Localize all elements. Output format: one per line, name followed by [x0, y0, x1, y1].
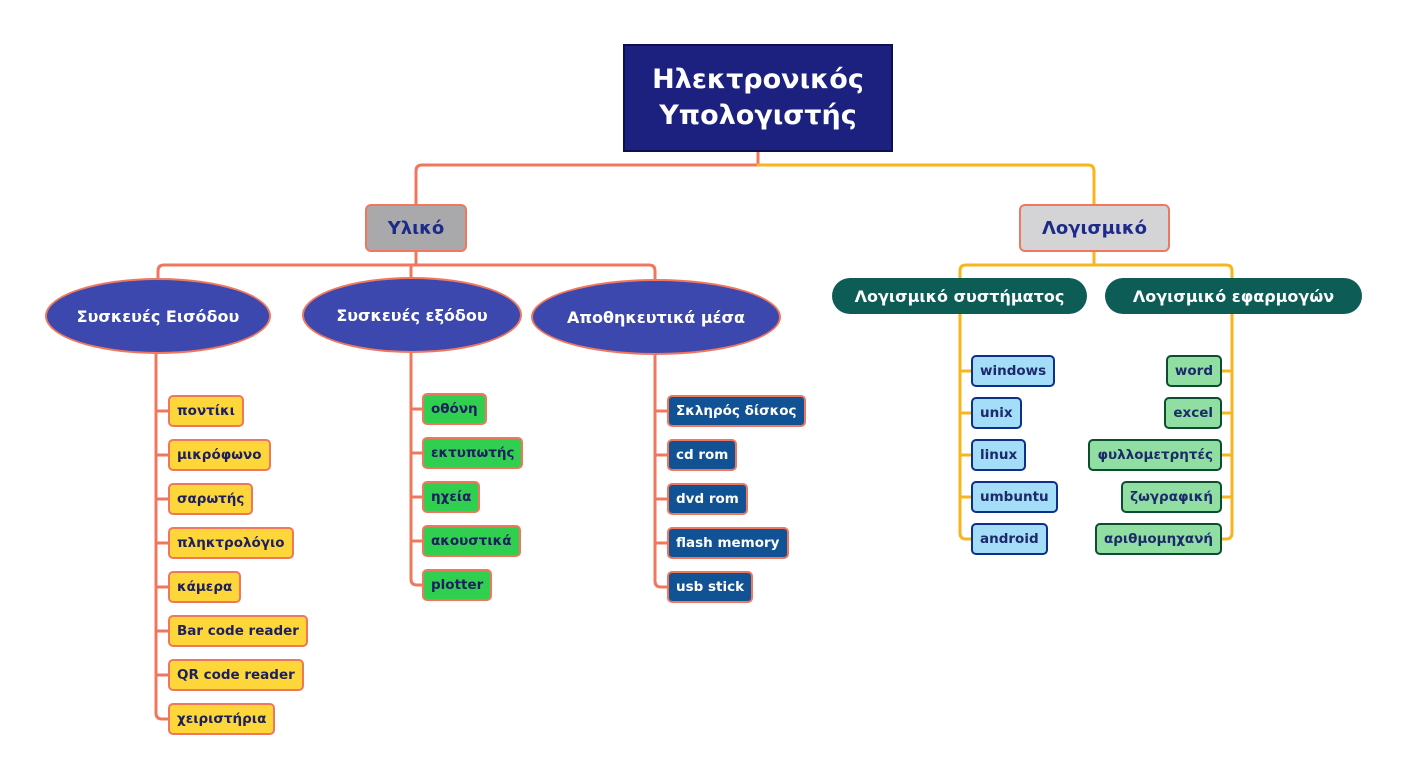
connector-system-stem [958, 311, 973, 541]
leaf-application-item[interactable]: word [1165, 355, 1222, 387]
leaf-system-item[interactable]: windows [971, 355, 1056, 387]
leaf-application-item[interactable]: excel [1164, 397, 1222, 429]
connector-application-ticks [1220, 369, 1234, 499]
leaf-system-item[interactable]: umbuntu [971, 481, 1058, 513]
leaf-system-item[interactable]: linux [971, 439, 1027, 471]
leaf-storage-item[interactable]: cd rom [667, 439, 738, 471]
root-title-line1: Ηλεκτρονικός [652, 64, 864, 95]
leaf-system-item[interactable]: android [971, 523, 1048, 555]
leaf-input-item[interactable]: ποντίκι [168, 395, 244, 427]
leaf-output-item[interactable]: ακουστικά [422, 525, 521, 557]
connector-root-software [756, 163, 1096, 206]
node-software[interactable]: Λογισμικό [1019, 204, 1170, 252]
connector-input-stem [154, 351, 170, 721]
leaf-output-item[interactable]: εκτυπωτής [422, 437, 524, 469]
node-hardware[interactable]: Υλικό [365, 204, 467, 252]
connector-application-stem [1220, 311, 1234, 541]
connector-output-stem [409, 350, 424, 587]
leaf-application-item[interactable]: ζωγραφική [1121, 481, 1222, 513]
node-output-devices[interactable]: Συσκευές εξόδου [302, 277, 522, 353]
leaf-application-item[interactable]: φυλλομετρητές [1088, 439, 1222, 471]
leaf-input-item[interactable]: κάμερα [168, 571, 242, 603]
leaf-output-item[interactable]: plotter [422, 569, 493, 601]
node-system-software[interactable]: Λογισμικό συστήματος [832, 278, 1087, 314]
connector-output-ticks [409, 407, 424, 543]
connector-storage-ticks [653, 409, 669, 545]
leaf-input-item[interactable]: σαρωτής [168, 483, 254, 515]
leaf-output-item[interactable]: ηχεία [422, 481, 481, 513]
root-title-line2: Υπολογιστής [659, 100, 857, 131]
leaf-storage-item[interactable]: flash memory [667, 527, 789, 559]
node-storage-media[interactable]: Αποθηκευτικά μέσα [531, 279, 781, 355]
connector-hardware-bus [156, 250, 657, 282]
leaf-storage-item[interactable]: usb stick [667, 571, 754, 603]
leaf-storage-item[interactable]: dvd rom [667, 483, 748, 515]
node-application-software[interactable]: Λογισμικό εφαρμογών [1105, 278, 1362, 314]
connector-software-bus [958, 250, 1234, 281]
leaf-input-item[interactable]: QR code reader [168, 659, 304, 691]
connector-root-hardware [414, 150, 760, 206]
leaf-input-item[interactable]: πληκτρολόγιο [168, 527, 294, 559]
leaf-input-item[interactable]: Bar code reader [168, 615, 308, 647]
leaf-application-item[interactable]: αριθμομηχανή [1094, 523, 1222, 555]
leaf-output-item[interactable]: οθόνη [422, 393, 487, 425]
leaf-storage-item[interactable]: Σκληρός δίσκος [667, 395, 806, 427]
node-input-devices[interactable]: Συσκευές Εισόδου [45, 278, 271, 354]
connector-system-ticks [958, 369, 973, 499]
leaf-system-item[interactable]: unix [971, 397, 1022, 429]
connector-storage-stem [653, 351, 669, 589]
root-node-computer[interactable]: Ηλεκτρονικός Υπολογιστής [623, 44, 893, 152]
connector-input-ticks [154, 409, 170, 677]
leaf-input-item[interactable]: μικρόφωνο [168, 439, 271, 471]
leaf-input-item[interactable]: χειριστήρια [168, 703, 276, 735]
